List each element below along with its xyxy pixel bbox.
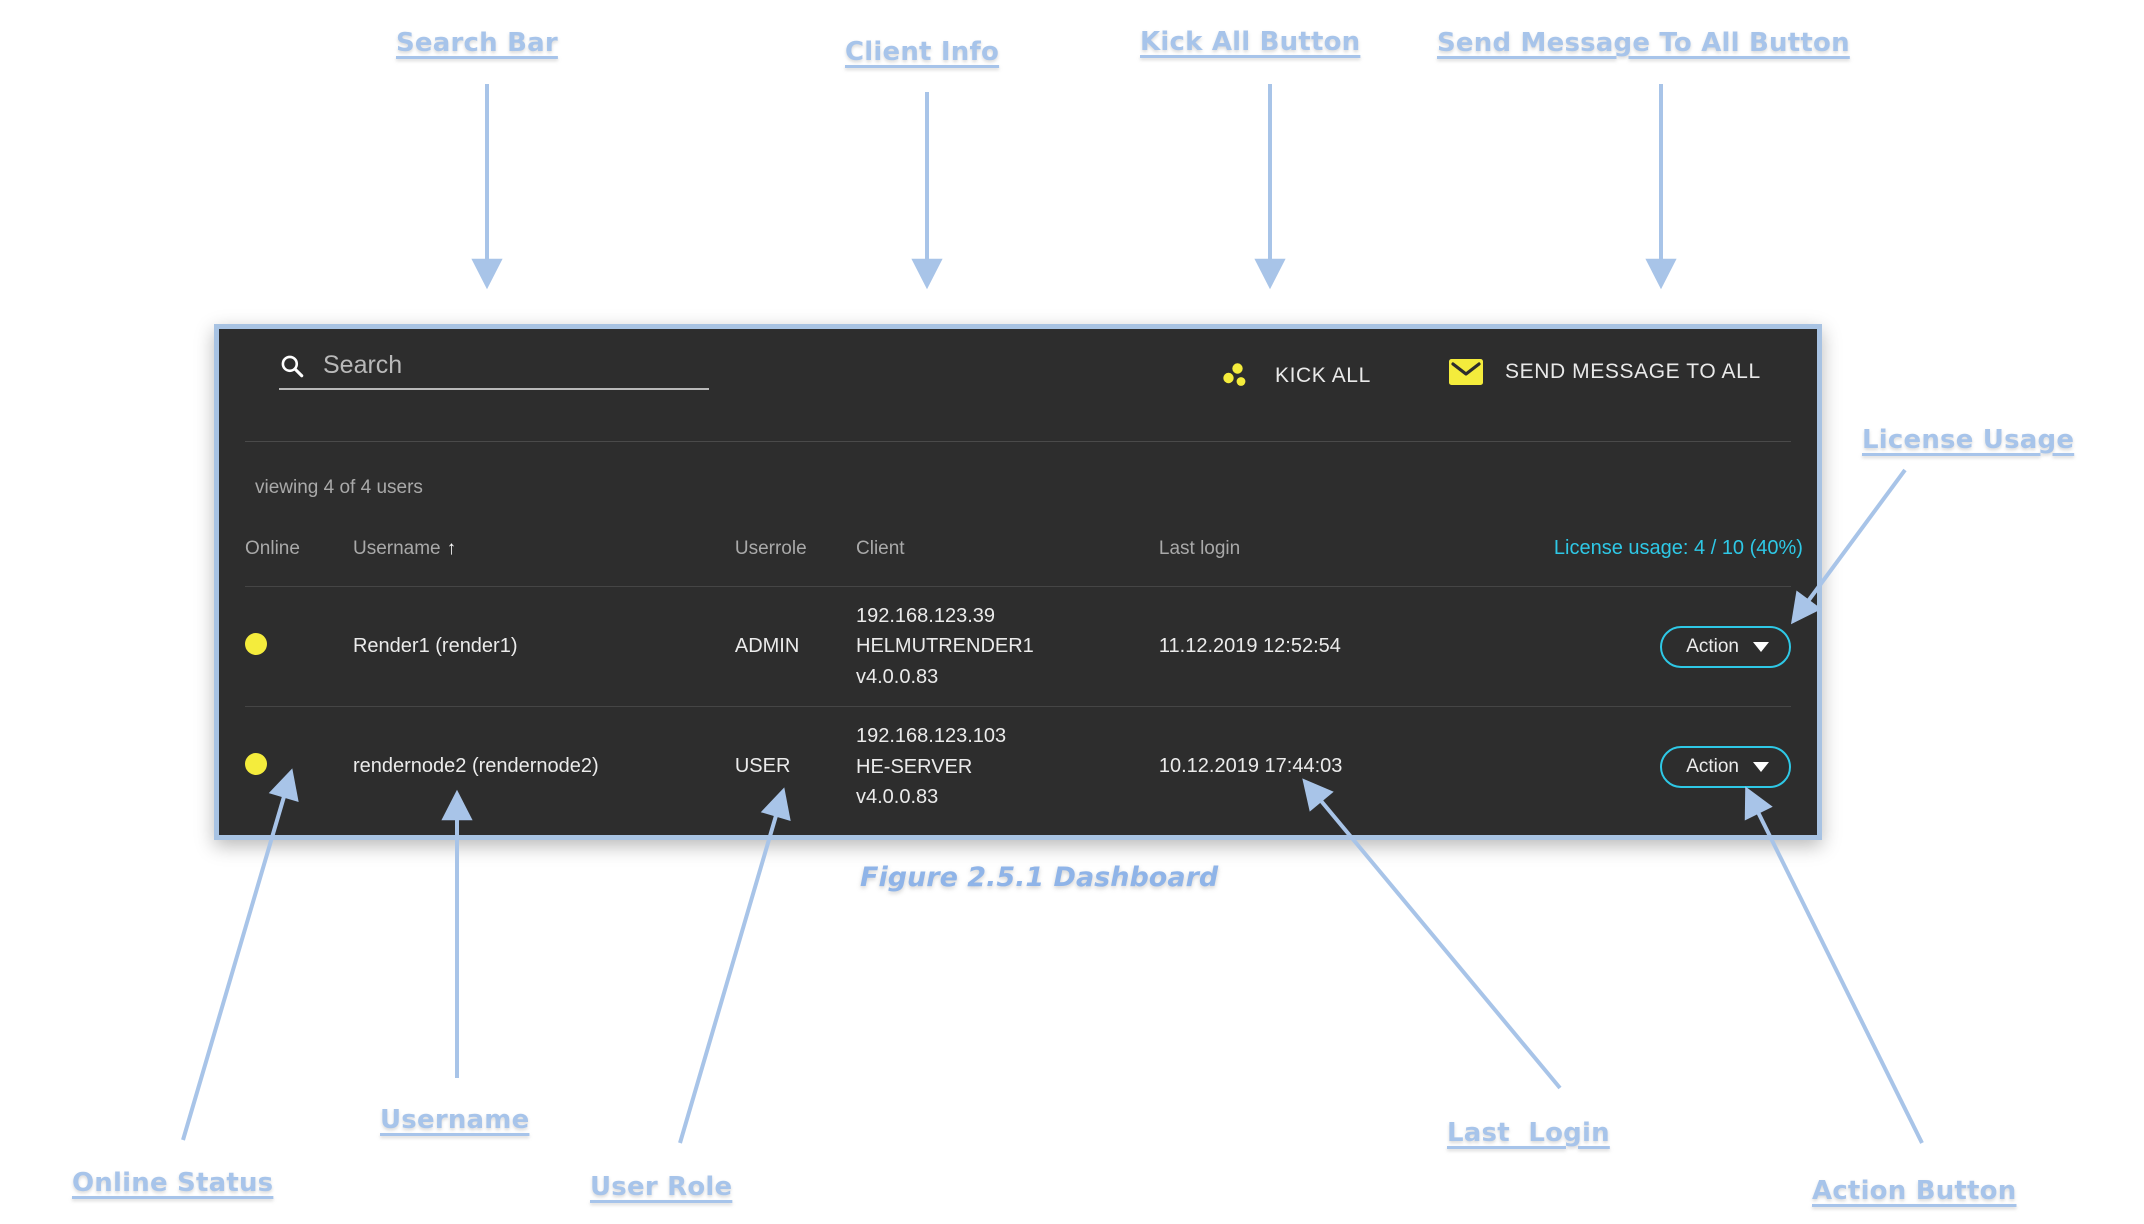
viewing-count-text: viewing 4 of 4 users — [255, 477, 423, 498]
cell-last-login: 11.12.2019 12:52:54 — [1158, 585, 1554, 707]
annotation-label-send-message: Send Message To All Button — [1437, 28, 1850, 58]
column-header-online[interactable]: Online — [245, 537, 353, 587]
envelope-icon — [1449, 359, 1483, 385]
kick-all-label: KICK ALL — [1275, 364, 1371, 387]
users-table: Online Username↑ Userrole Client Last lo… — [245, 537, 1803, 827]
annotation-label-online-status: Online Status — [72, 1168, 274, 1198]
cell-client: 192.168.123.39 HELMUTRENDER1 v4.0.0.83 — [856, 585, 1159, 707]
search-input[interactable] — [323, 351, 709, 380]
table-row[interactable]: rendernode2 (rendernode2) USER 192.168.1… — [245, 706, 1791, 827]
column-header-client[interactable]: Client — [856, 537, 1159, 587]
table-header-row: Online Username↑ Userrole Client Last lo… — [245, 537, 1803, 587]
search-icon — [281, 355, 304, 377]
figure-caption: Figure 2.5.1 Dashboard — [860, 862, 1219, 893]
kick-all-button[interactable]: KICK ALL — [1219, 359, 1371, 393]
column-header-last-login[interactable]: Last login — [1159, 537, 1554, 587]
client-ip: 192.168.123.39 — [856, 605, 996, 627]
annotation-label-search-bar: Search Bar — [396, 28, 558, 58]
cell-username: Render1 (render1) — [352, 585, 735, 707]
table-row[interactable]: Render1 (render1) ADMIN 192.168.123.39 H… — [245, 585, 1791, 707]
arrow-action-button — [1744, 786, 1924, 1144]
annotation-label-license-usage: License Usage — [1862, 425, 2075, 455]
send-message-to-all-label: SEND MESSAGE TO ALL — [1505, 360, 1761, 383]
arrow-user-role — [678, 787, 791, 1144]
cell-userrole: ADMIN — [734, 585, 856, 707]
chevron-down-icon — [1753, 761, 1769, 772]
column-header-userrole-label: Userrole — [734, 537, 807, 559]
cell-online — [245, 585, 353, 707]
cell-last-login: 10.12.2019 17:44:03 — [1158, 706, 1554, 827]
cell-online — [245, 706, 353, 827]
action-button[interactable]: Action — [1660, 625, 1791, 668]
chevron-down-icon — [1753, 641, 1769, 652]
cell-action: Action — [1553, 706, 1791, 827]
action-button-label: Action — [1686, 635, 1739, 657]
annotation-label-username: Username — [380, 1105, 530, 1135]
column-header-username[interactable]: Username↑ — [353, 537, 735, 587]
send-message-to-all-button[interactable]: SEND MESSAGE TO ALL — [1449, 359, 1761, 385]
column-header-client-label: Client — [856, 537, 905, 559]
column-header-last-login-label: Last login — [1158, 537, 1241, 559]
client-version: v4.0.0.83 — [856, 665, 939, 688]
cell-action: Action — [1553, 585, 1791, 707]
annotation-label-user-role: User Role — [590, 1172, 733, 1202]
cell-userrole: USER — [734, 706, 856, 827]
column-header-username-label: Username — [352, 537, 441, 559]
action-button-label: Action — [1686, 755, 1739, 777]
annotation-label-client-info: Client Info — [845, 37, 1000, 67]
client-version: v4.0.0.83 — [856, 785, 939, 808]
kick-dots-icon — [1223, 363, 1246, 386]
sort-ascending-icon: ↑ — [446, 537, 457, 559]
cell-username: rendernode2 (rendernode2) — [352, 706, 735, 827]
dashboard-panel: KICK ALL SEND MESSAGE TO ALL viewing 4 o… — [214, 324, 1822, 840]
annotation-label-action-button: Action Button — [1812, 1176, 2017, 1206]
annotation-label-kick-all-button: Kick All Button — [1140, 27, 1361, 57]
cell-client: 192.168.123.103 HE-SERVER v4.0.0.83 — [856, 706, 1159, 827]
online-status-indicator — [245, 632, 267, 655]
column-header-online-label: Online — [245, 537, 300, 559]
toolbar: KICK ALL SEND MESSAGE TO ALL — [219, 329, 1817, 442]
client-ip: 192.168.123.103 — [856, 725, 1007, 748]
toolbar-divider — [245, 441, 1791, 442]
column-header-userrole[interactable]: Userrole — [735, 537, 856, 587]
search-bar[interactable] — [279, 351, 709, 390]
client-hostname: HE-SERVER — [856, 755, 973, 778]
client-hostname: HELMUTRENDER1 — [856, 635, 1034, 658]
license-usage-text: License usage: 4 / 10 (40%) — [1553, 537, 1803, 559]
action-button[interactable]: Action — [1660, 745, 1791, 788]
annotation-label-last-login: Last Login — [1447, 1118, 1610, 1148]
online-status-indicator — [245, 752, 267, 775]
